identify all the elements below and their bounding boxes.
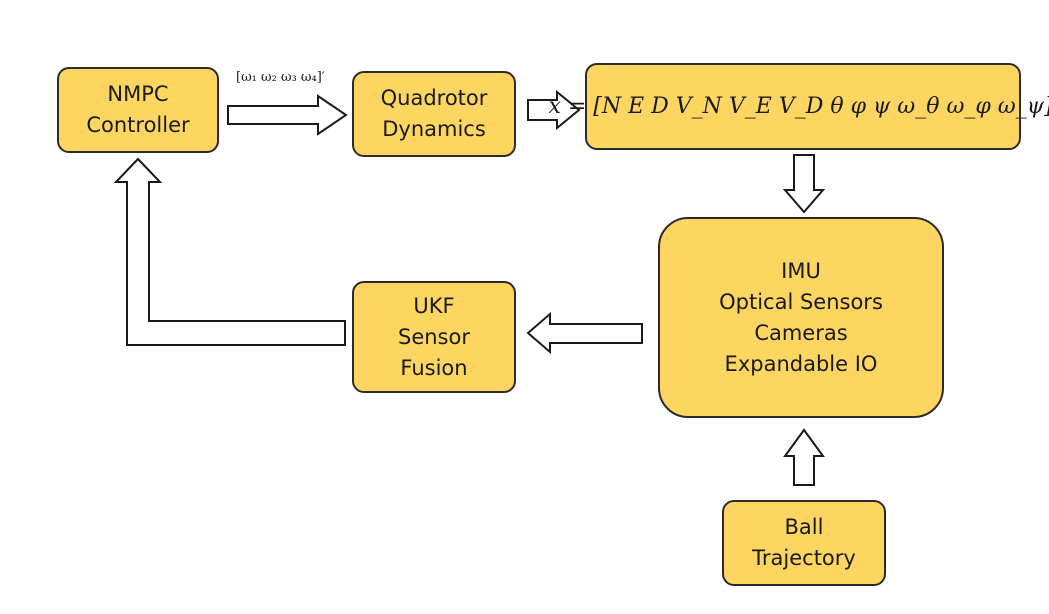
arrow-state-to-sensors — [782, 154, 826, 214]
arrow-ball-to-sensors — [783, 428, 825, 486]
ball-trajectory-box: Ball Trajectory — [722, 500, 886, 586]
state-vector-equation: x = [N E D V_N V_E V_D θ φ ψ ω_θ ω_φ ω_ψ… — [548, 94, 1049, 119]
nmpc-line-1: NMPC — [107, 82, 169, 106]
sensors-line-3: Cameras — [754, 320, 848, 345]
quadrotor-line-1: Quadrotor — [380, 86, 488, 110]
ball-line-2: Trajectory — [752, 546, 856, 570]
ukf-line-2: Sensor — [398, 324, 470, 349]
rotor-speed-label: [ω₁ ω₂ ω₃ ω₄]′ — [236, 70, 325, 85]
arrow-sensors-to-ukf — [526, 311, 643, 355]
sensors-line-2: Optical Sensors — [719, 289, 883, 314]
state-vector-box: x = [N E D V_N V_E V_D θ φ ψ ω_θ ω_φ ω_ψ… — [548, 63, 1049, 150]
arrow-quadrotor-to-state — [527, 89, 581, 131]
ukf-line-1: UKF — [413, 293, 455, 318]
sensors-box: IMU Optical Sensors Cameras Expandable I… — [658, 217, 944, 418]
nmpc-controller-box: NMPC Controller — [57, 67, 219, 153]
arrow-ukf-to-nmpc — [113, 157, 346, 346]
sensors-line-4: Expandable IO — [724, 351, 878, 376]
ukf-line-3: Fusion — [400, 355, 468, 380]
sensors-line-1: IMU — [781, 258, 821, 283]
ball-line-1: Ball — [784, 515, 824, 539]
quadrotor-dynamics-box: Quadrotor Dynamics — [352, 71, 516, 157]
quadrotor-line-2: Dynamics — [382, 117, 486, 141]
nmpc-line-2: Controller — [86, 113, 190, 137]
arrow-nmpc-to-quadrotor — [227, 94, 348, 136]
ukf-sensor-fusion-box: UKF Sensor Fusion — [352, 281, 516, 393]
